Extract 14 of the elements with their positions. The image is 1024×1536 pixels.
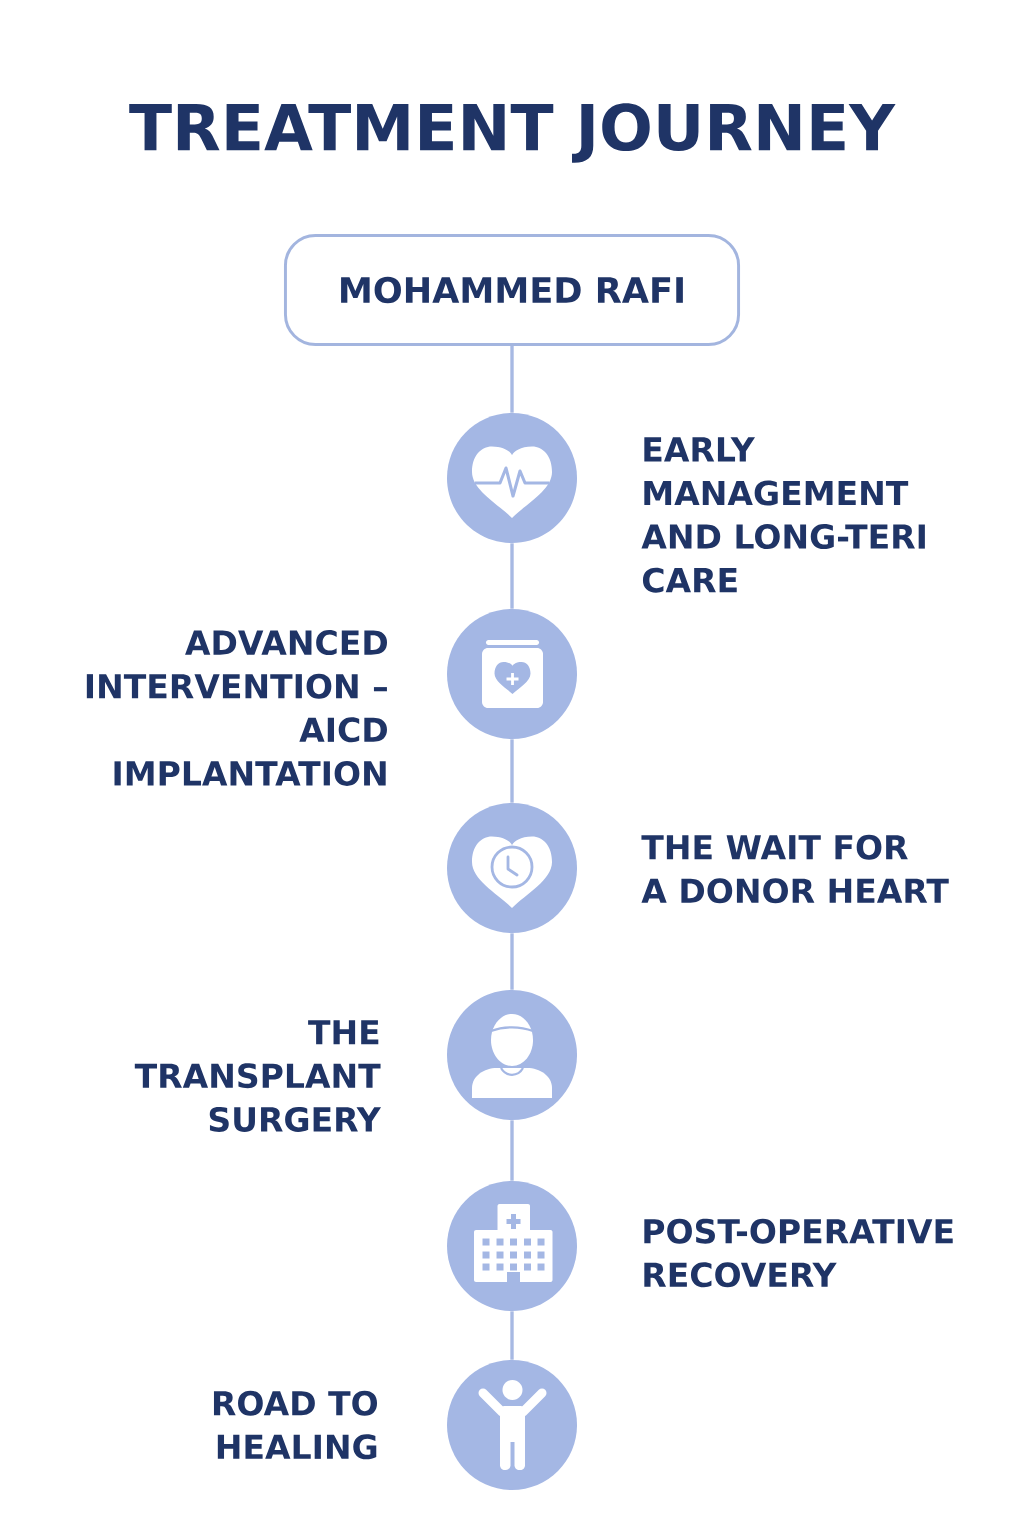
name-box: MOHAMMED RAFI [283, 234, 741, 346]
step-label: THE TRANSPLANT SURGERY [134, 1020, 382, 1132]
step-label: THE WAIT FOR A DONOR HEART [641, 834, 949, 904]
connector-line [510, 346, 514, 413]
title: TREATMENT JOURNEY [129, 103, 896, 163]
step-label: POST-OPERATIVE RECOVERY [644, 1218, 953, 1288]
connector-line [510, 1311, 514, 1360]
connector-line [510, 933, 514, 990]
connector-line [510, 543, 514, 609]
step-label: EARLY MANAGEMENT AND LONG-TERI CARE [641, 437, 925, 593]
step-label: ROAD TO HEALING [213, 1390, 378, 1460]
step-label: ADVANCED INTERVENTION – AICD IMPLANTATION [86, 630, 387, 786]
connector-line [510, 1120, 514, 1181]
connector-line [510, 739, 514, 803]
